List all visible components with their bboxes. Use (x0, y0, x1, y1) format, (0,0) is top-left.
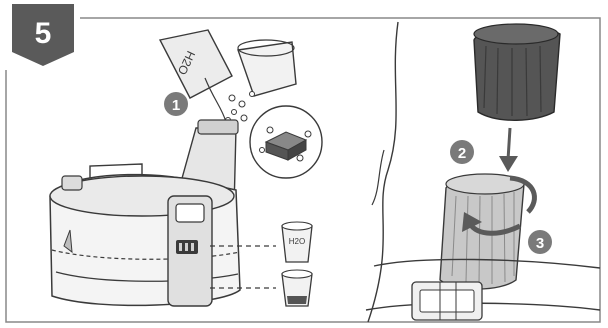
step-marker-2-label: 2 (458, 145, 466, 162)
step-marker-3: 3 (528, 230, 552, 254)
down-arrow (499, 128, 518, 172)
powder-particles (226, 92, 255, 123)
step-marker-2: 2 (450, 140, 474, 164)
step-number: 5 (35, 17, 52, 50)
zoom-detail-cube (250, 106, 322, 178)
panel-divider-secondary (372, 150, 384, 205)
step-marker-3-label: 3 (536, 235, 544, 252)
step-marker-1: 1 (164, 92, 188, 116)
panel-divider (368, 22, 398, 322)
step-marker-1-label: 1 (172, 97, 180, 114)
dark-cap (474, 24, 560, 120)
step-badge: 5 (12, 4, 74, 66)
powder-measure-cup (282, 270, 312, 306)
water-cup-label: H2O (289, 237, 305, 246)
water-measure-cup: H2O (282, 222, 312, 262)
tank-handle (168, 196, 212, 306)
pouring-powder-cup (238, 40, 296, 96)
